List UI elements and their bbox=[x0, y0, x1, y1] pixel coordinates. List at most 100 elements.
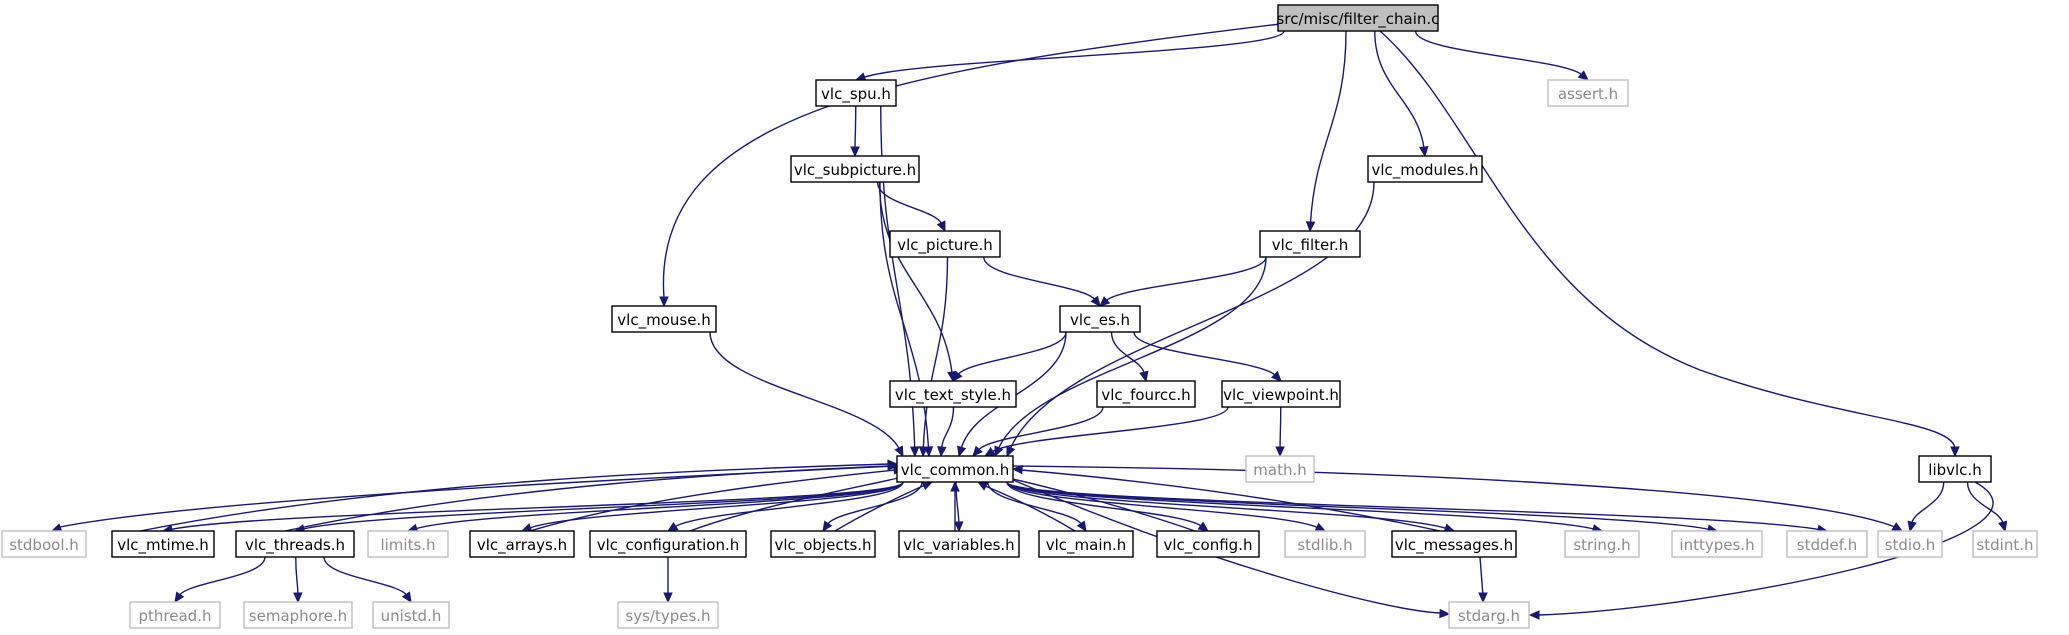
node-box bbox=[1972, 530, 2038, 558]
node-box bbox=[235, 530, 355, 558]
edge-line bbox=[674, 481, 904, 528]
node-vlc-config[interactable]: vlc_config.h bbox=[1156, 530, 1260, 558]
node-filter-chain[interactable]: src/misc/filter_chain.c bbox=[1277, 4, 1440, 32]
node-label: string.h bbox=[1573, 536, 1630, 554]
edge-line bbox=[295, 556, 299, 595]
node-box bbox=[111, 530, 215, 558]
node-stdbool: stdbool.h bbox=[1, 530, 87, 558]
arrowhead-icon bbox=[822, 520, 833, 533]
arrowhead-icon bbox=[1197, 521, 1209, 532]
arrowhead-icon bbox=[1099, 296, 1111, 307]
edge-line bbox=[957, 331, 1067, 376]
edge-line bbox=[984, 485, 1076, 532]
edge-vlc_filter-to-vlc_common bbox=[994, 256, 1267, 458]
edge-line bbox=[1279, 406, 1282, 449]
edge-line bbox=[1911, 481, 1945, 524]
edge-line bbox=[1133, 331, 1276, 376]
edge-line bbox=[1966, 481, 2004, 524]
arrowhead-icon bbox=[918, 446, 929, 458]
edge-line bbox=[1006, 481, 1447, 530]
node-box bbox=[1221, 380, 1341, 408]
node-label: vlc_viewpoint.h bbox=[1223, 386, 1339, 405]
node-vlc-spu[interactable]: vlc_spu.h bbox=[815, 79, 897, 107]
edge-vlc_picture-to-vlc_es bbox=[983, 256, 1101, 307]
node-vlc-modules[interactable]: vlc_modules.h bbox=[1367, 155, 1483, 183]
node-box bbox=[889, 230, 1001, 258]
node-vlc-messages[interactable]: vlc_messages.h bbox=[1391, 530, 1517, 558]
edge-line bbox=[284, 465, 890, 532]
edge-line bbox=[1006, 481, 1820, 531]
node-label: sys/types.h bbox=[625, 607, 710, 625]
node-label: vlc_threads.h bbox=[245, 536, 345, 555]
node-vlc-common[interactable]: vlc_common.h bbox=[896, 455, 1014, 483]
arrowhead-icon bbox=[921, 481, 934, 491]
node-box bbox=[1786, 530, 1868, 558]
edge-line bbox=[1006, 481, 1202, 527]
edge-vlc_viewpoint-to-vlc_common bbox=[983, 406, 1229, 457]
arrowhead-icon bbox=[1270, 370, 1282, 382]
node-vlc-threads[interactable]: vlc_threads.h bbox=[235, 530, 355, 558]
arrowhead-icon bbox=[1305, 221, 1316, 233]
arrowhead-icon bbox=[894, 445, 904, 458]
edge-line bbox=[977, 406, 1104, 451]
node-box bbox=[1448, 601, 1530, 629]
node-label: assert.h bbox=[1558, 85, 1618, 103]
node-box bbox=[1367, 155, 1483, 183]
edge-line bbox=[1110, 331, 1145, 374]
arrowhead-icon bbox=[1275, 446, 1285, 458]
node-vlc-variables[interactable]: vlc_variables.h bbox=[898, 530, 1020, 558]
node-vlc-arrays[interactable]: vlc_arrays.h bbox=[469, 530, 575, 558]
edge-line bbox=[983, 256, 1096, 301]
edge-line bbox=[991, 406, 1229, 453]
node-libvlc[interactable]: libvlc.h bbox=[1918, 455, 1992, 483]
edge-vlc_common-to-vlc_objects bbox=[822, 481, 923, 533]
edge-filter_chain-to-vlc_mouse bbox=[659, 23, 1281, 308]
edge-line bbox=[834, 484, 926, 532]
node-vlc-mouse[interactable]: vlc_mouse.h bbox=[611, 305, 717, 333]
edge-vlc_es-to-vlc_viewpoint bbox=[1133, 331, 1282, 382]
node-label: src/misc/filter_chain.c bbox=[1277, 10, 1440, 29]
edge-vlc_picture-to-vlc_common bbox=[918, 256, 949, 458]
node-vlc-mtime[interactable]: vlc_mtime.h bbox=[111, 530, 215, 558]
edge-line bbox=[415, 481, 904, 530]
edge-vlc_variables-to-vlc_common bbox=[950, 480, 960, 531]
arrowhead-icon bbox=[983, 447, 996, 457]
arrowhead-icon bbox=[1076, 520, 1087, 533]
node-vlc-fourcc[interactable]: vlc_fourcc.h bbox=[1096, 380, 1196, 408]
node-box bbox=[1245, 455, 1315, 483]
node-vlc-filter[interactable]: vlc_filter.h bbox=[1259, 230, 1361, 258]
node-box bbox=[367, 530, 449, 558]
node-vlc-es[interactable]: vlc_es.h bbox=[1059, 305, 1141, 333]
node-label: stddef.h bbox=[1797, 536, 1857, 554]
node-box bbox=[898, 530, 1020, 558]
edge-vlc_common-to-vlc_threads bbox=[293, 481, 904, 534]
edge-line bbox=[960, 331, 1067, 449]
edge-vlc_common-to-vlc_config bbox=[1006, 481, 1209, 532]
arrowhead-icon bbox=[954, 521, 964, 533]
edge-line bbox=[1006, 481, 1595, 530]
node-vlc-configuration[interactable]: vlc_configuration.h bbox=[589, 530, 747, 558]
arrowhead-icon bbox=[887, 461, 899, 471]
node-vlc-text-style[interactable]: vlc_text_style.h bbox=[889, 380, 1017, 408]
node-label: stdint.h bbox=[1976, 536, 2033, 554]
node-vlc-main[interactable]: vlc_main.h bbox=[1038, 530, 1134, 558]
edge-line bbox=[879, 181, 930, 449]
arrowhead-icon bbox=[1419, 145, 1429, 158]
node-vlc-objects[interactable]: vlc_objects.h bbox=[770, 530, 876, 558]
node-vlc-subpicture[interactable]: vlc_subpicture.h bbox=[790, 155, 920, 183]
node-label: stdio.h bbox=[1885, 536, 1936, 554]
arrowhead-icon bbox=[994, 445, 1004, 458]
arrowhead-icon bbox=[666, 521, 679, 532]
node-vlc-picture[interactable]: vlc_picture.h bbox=[889, 230, 1001, 258]
node-label: vlc_objects.h bbox=[774, 536, 871, 555]
arrowhead-icon bbox=[1528, 610, 1540, 620]
node-box bbox=[1156, 530, 1260, 558]
node-string: string.h bbox=[1564, 530, 1640, 558]
node-box bbox=[372, 601, 450, 629]
node-box bbox=[1877, 530, 1943, 558]
arrowhead-icon bbox=[1907, 520, 1917, 533]
edge-vlc_threads-to-vlc_common bbox=[284, 461, 899, 532]
node-box bbox=[1564, 530, 1640, 558]
node-vlc-viewpoint[interactable]: vlc_viewpoint.h bbox=[1221, 380, 1341, 408]
